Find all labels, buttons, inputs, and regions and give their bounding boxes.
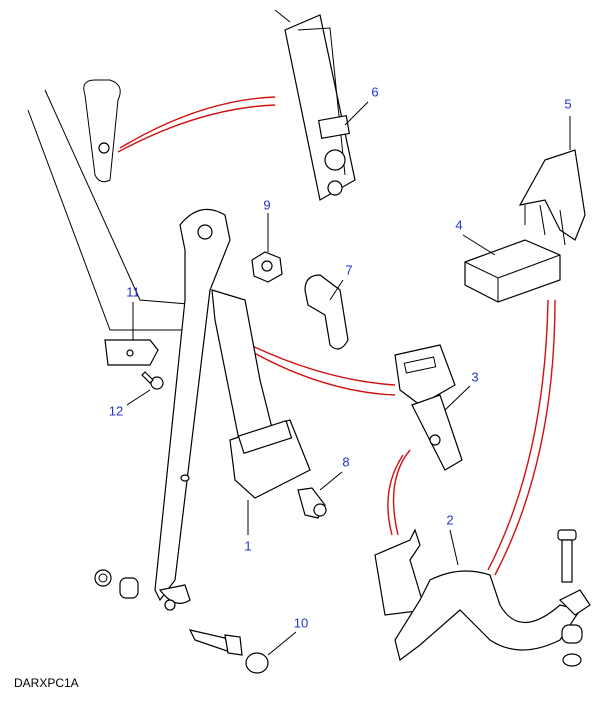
callout-8: 8 bbox=[342, 454, 350, 470]
washers-left bbox=[94, 569, 243, 656]
callout-5: 5 bbox=[564, 96, 572, 112]
callout-10: 10 bbox=[293, 615, 309, 631]
pillar-outline bbox=[27, 79, 201, 331]
bolt-washers-right bbox=[557, 529, 583, 667]
leader-lines bbox=[126, 101, 571, 656]
part-3-buckle bbox=[394, 344, 463, 471]
part-4-tray bbox=[464, 239, 561, 303]
callout-11: 11 bbox=[126, 284, 140, 300]
part-5-cover bbox=[518, 149, 586, 246]
callout-12: 12 bbox=[108, 403, 124, 419]
part-8-bolt bbox=[297, 487, 327, 519]
part-12-screw bbox=[141, 371, 164, 390]
part-6-height-adjuster bbox=[274, 9, 356, 201]
callout-1: 1 bbox=[244, 538, 252, 554]
callout-3: 3 bbox=[471, 369, 479, 385]
part-1-retractor-belt bbox=[154, 208, 311, 611]
callout-7: 7 bbox=[345, 262, 353, 278]
callout-4: 4 bbox=[455, 217, 463, 233]
callout-9: 9 bbox=[263, 197, 271, 213]
part-2-lap-belt bbox=[374, 528, 591, 662]
guide-lines bbox=[117, 96, 556, 576]
callout-6: 6 bbox=[371, 84, 379, 100]
part-7-bracket bbox=[304, 274, 349, 350]
part-9-nut bbox=[251, 251, 283, 283]
part-11-clip bbox=[104, 339, 159, 366]
callout-2: 2 bbox=[446, 512, 454, 528]
diagram-code: DARXPC1A bbox=[14, 676, 79, 690]
part-10-cap bbox=[245, 652, 269, 674]
